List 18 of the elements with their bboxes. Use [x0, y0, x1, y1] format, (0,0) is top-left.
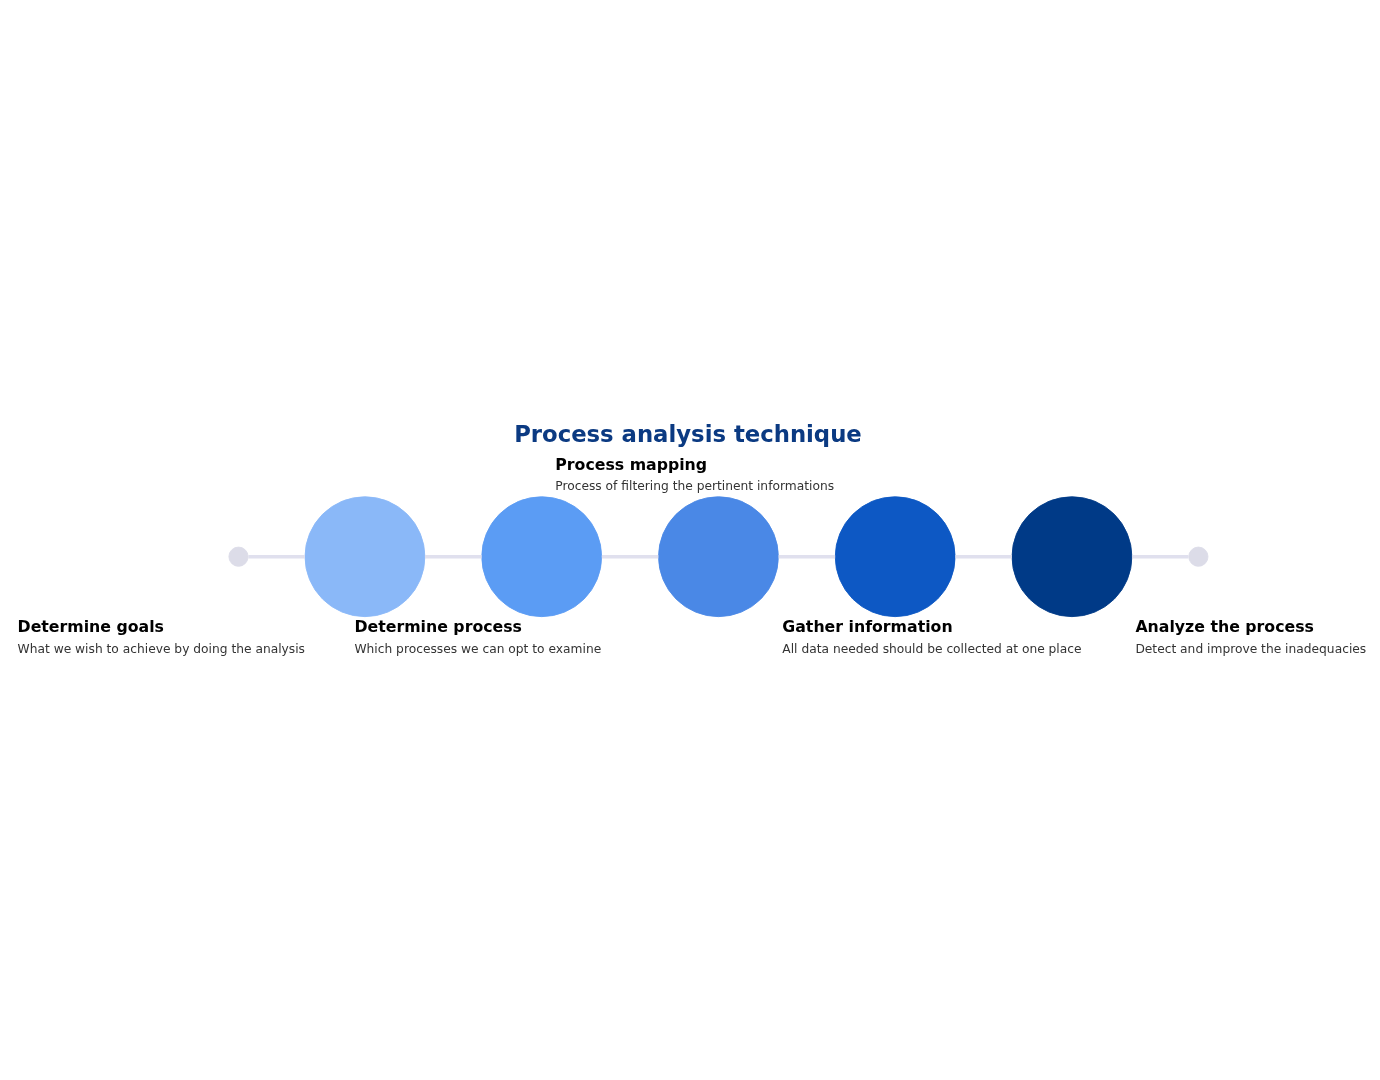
node-label: Gather information	[782, 616, 953, 636]
node-label: Which processes we can opt to examine	[354, 641, 602, 656]
node-circle	[1188, 546, 1209, 567]
node-circle	[304, 495, 426, 617]
node-label: Determine goals	[17, 616, 164, 636]
node-label: Determine process	[354, 616, 522, 636]
node-label: Process mapping	[555, 454, 708, 474]
node-label: Analyze the process	[1135, 616, 1314, 636]
node-label: Detect and improve the inadequacies	[1135, 641, 1367, 656]
node-label: Process of filtering the pertinent informations	[555, 478, 835, 493]
node-label: What we wish to achieve by doing the analysis	[17, 641, 305, 656]
node-label: All data needed should be collected at one place	[782, 641, 1082, 656]
node-circle	[1011, 495, 1133, 617]
node-circle	[228, 546, 249, 567]
diagram-title: Process analysis technique	[514, 420, 862, 447]
node-circle	[481, 495, 603, 617]
node-circle	[834, 495, 956, 617]
node-circle	[658, 495, 779, 617]
